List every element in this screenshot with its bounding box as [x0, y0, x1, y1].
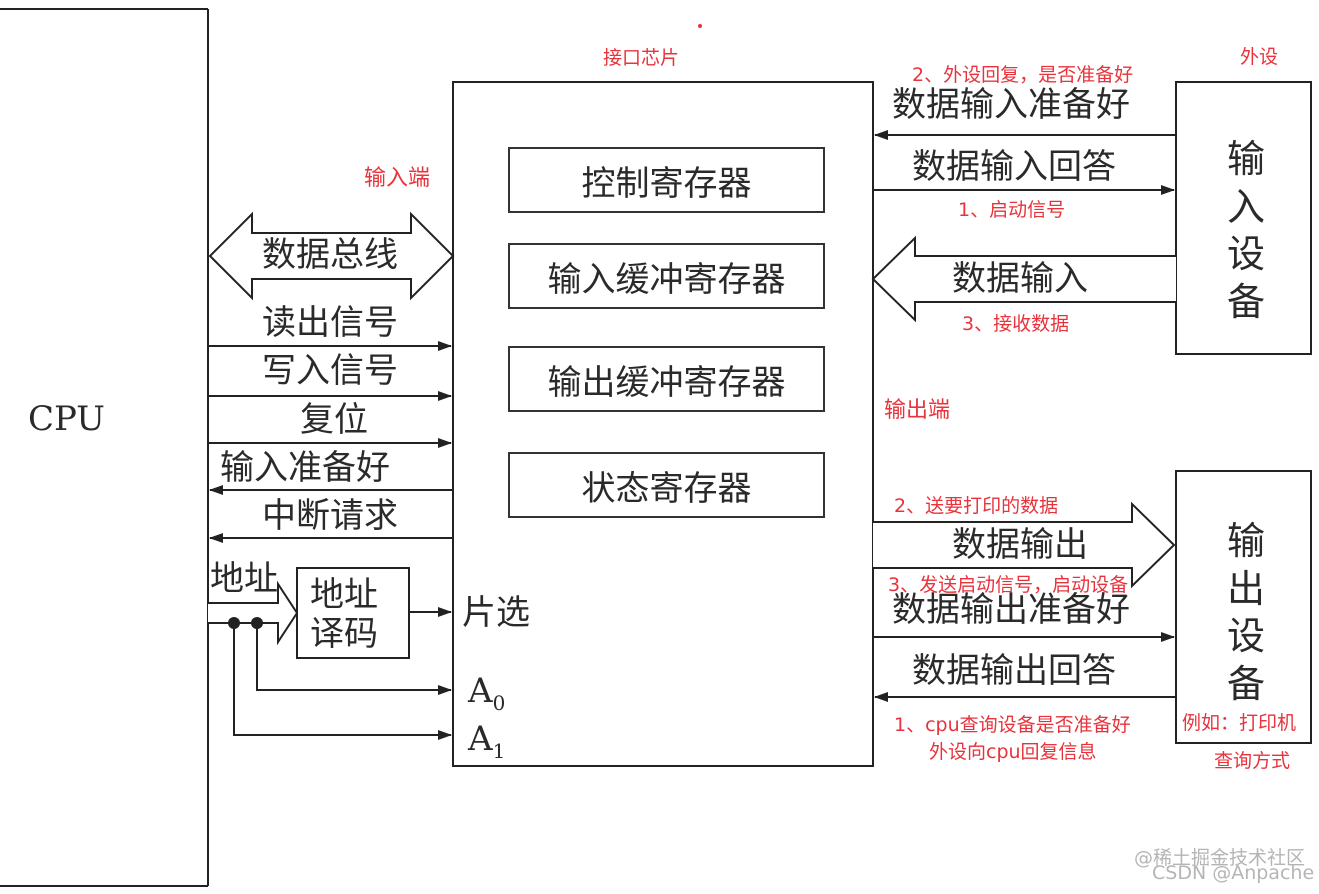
read-signal-label: 读出信号 [262, 303, 398, 343]
out-ready-label: 数据输出准备好 [892, 590, 1130, 630]
decoder-label-line2: 译码 [310, 614, 378, 654]
a0-line [256, 623, 452, 695]
data-output-label: 数据输出 [952, 525, 1088, 565]
input-port-note: 输入端 [364, 166, 431, 191]
in-ack-label: 数据输入回答 [912, 147, 1116, 187]
input-ready-label: 输入准备好 [220, 448, 390, 488]
data-input-arrow [871, 235, 1176, 323]
cpu-label: CPU [28, 399, 105, 439]
interrupt-label: 中断请求 [262, 496, 398, 536]
output-buffer-register: 输出缓冲寄存器 [508, 346, 825, 412]
data-input-label: 数据输入 [952, 259, 1088, 299]
reset-label: 复位 [300, 400, 368, 440]
output-device-box [1175, 470, 1312, 744]
input-device-box [1175, 81, 1312, 355]
output-port-note: 输出端 [884, 398, 951, 423]
watermark-line2: CSDN @Anpache [1152, 862, 1315, 884]
red-dot-mark [698, 24, 702, 28]
data-output-arrow [873, 501, 1176, 589]
interface-chip-box [452, 81, 874, 767]
receive-data-note: 3、接收数据 [962, 313, 1070, 335]
decoder-label-line1: 地址 [310, 575, 378, 615]
address-decoder-box [296, 567, 410, 659]
output-device-label: 输出设备 [1226, 519, 1265, 706]
cpu-query-note-1: 1、cpu查询设备是否准备好 [894, 714, 1131, 736]
send-start-note: 3、发送启动信号，启动设备 [888, 574, 1129, 596]
a1-label: A1 [468, 719, 506, 763]
start-signal-note: 1、启动信号 [958, 199, 1066, 221]
interface-chip-label: 接口芯片 [603, 47, 680, 69]
address-label: 地址 [210, 559, 278, 599]
query-mode-note: 查询方式 [1214, 750, 1291, 772]
input-buffer-register: 输入缓冲寄存器 [508, 243, 825, 309]
send-print-data-note: 2、送要打印的数据 [894, 495, 1059, 517]
cpu-query-note-2: 外设向cpu回复信息 [929, 741, 1097, 763]
a0-label: A0 [468, 671, 506, 715]
reply-ready-note: 2、外设回复，是否准备好 [912, 64, 1134, 86]
status-register: 状态寄存器 [508, 452, 825, 518]
a1-line [233, 623, 452, 740]
write-signal-label: 写入信号 [262, 351, 398, 391]
chip-select-label: 片选 [462, 593, 530, 633]
data-bus-arrow [208, 211, 455, 301]
control-register: 控制寄存器 [508, 147, 825, 213]
in-ready-label: 数据输入准备好 [892, 85, 1130, 125]
example-printer-note: 例如：打印机 [1182, 712, 1297, 734]
out-ack-label: 数据输出回答 [912, 651, 1116, 691]
data-bus-label: 数据总线 [262, 235, 398, 275]
watermark-line1: @稀土掘金技术社区 [1134, 847, 1306, 869]
peripheral-label: 外设 [1240, 46, 1279, 68]
input-device-label: 输入设备 [1226, 137, 1265, 324]
